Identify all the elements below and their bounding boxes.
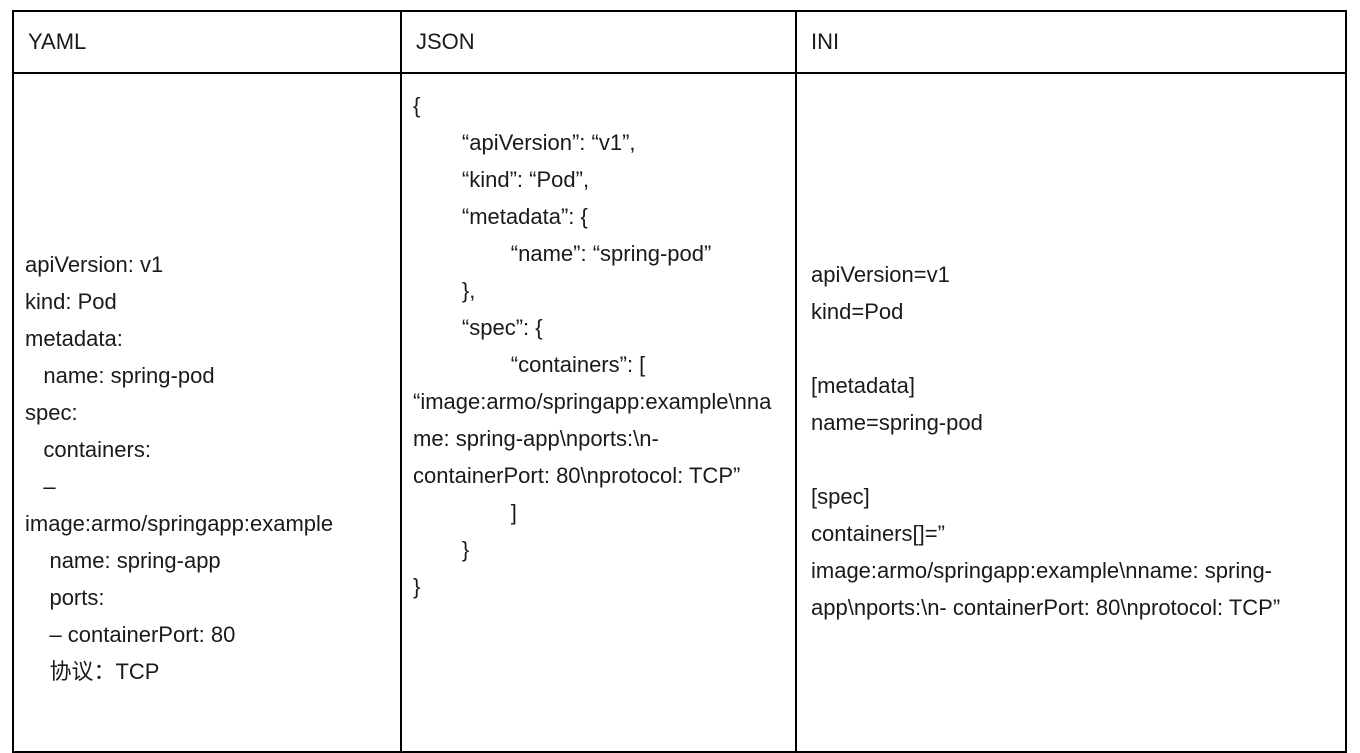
cell-json-snippet: { “apiVersion”: “v1”, “kind”: “Pod”, “me… <box>400 72 797 753</box>
config-format-comparison-table: YAML JSON INI apiVersion: v1 kind: Pod m… <box>12 10 1347 753</box>
table-header: YAML JSON INI <box>12 10 1347 74</box>
yaml-code-block: apiVersion: v1 kind: Pod metadata: name:… <box>25 252 334 684</box>
table-row: apiVersion: v1 kind: Pod metadata: name:… <box>12 72 1347 753</box>
table-header-row: YAML JSON INI <box>12 10 1347 74</box>
column-header-ini: INI <box>795 10 1347 74</box>
table-body: apiVersion: v1 kind: Pod metadata: name:… <box>12 72 1347 753</box>
cell-ini-snippet: apiVersion=v1 kind=Pod [metadata] name=s… <box>795 72 1347 753</box>
page-root: YAML JSON INI apiVersion: v1 kind: Pod m… <box>12 10 1347 753</box>
json-code-block: { “apiVersion”: “v1”, “kind”: “Pod”, “me… <box>413 93 772 599</box>
column-header-yaml: YAML <box>12 10 402 74</box>
cell-yaml-snippet: apiVersion: v1 kind: Pod metadata: name:… <box>12 72 402 753</box>
column-header-json: JSON <box>400 10 797 74</box>
ini-code-block: apiVersion=v1 kind=Pod [metadata] name=s… <box>811 262 1281 620</box>
